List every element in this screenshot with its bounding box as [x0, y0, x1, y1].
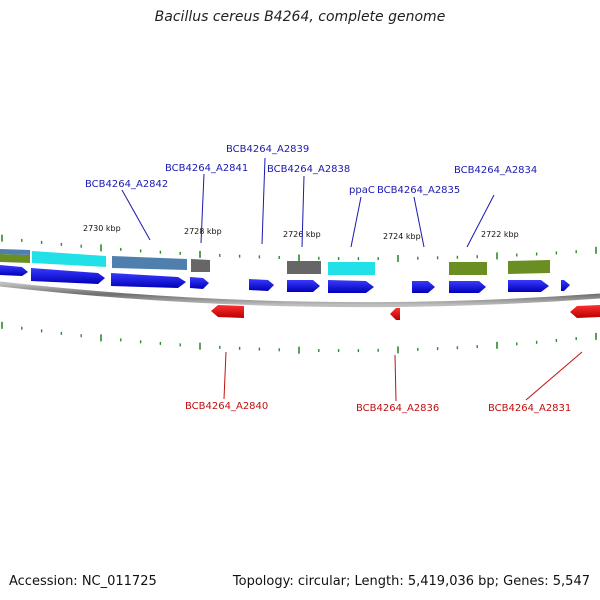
forward-gene-arrow[interactable]: [31, 268, 105, 284]
feature-block-olive-2[interactable]: [508, 260, 550, 274]
forward-gene-arrow[interactable]: [287, 280, 320, 292]
gene-label-a2840[interactable]: BCB4264_A2840: [185, 401, 268, 412]
reverse-gene-arrow[interactable]: [211, 305, 244, 318]
outer-tick-ring: [1, 234, 597, 262]
forward-gene-arrow[interactable]: [111, 273, 186, 288]
feature-block-olive-left[interactable]: [0, 254, 30, 263]
gene-label-ppac[interactable]: ppaC: [349, 185, 375, 196]
feature-block-steel-left[interactable]: [0, 249, 30, 255]
gene-label-a2842[interactable]: BCB4264_A2842: [85, 179, 168, 190]
scale-label-2726: 2726 kbp: [283, 230, 321, 239]
inner-tick-ring: [1, 321, 597, 354]
forward-gene-arrow[interactable]: [328, 280, 374, 293]
forward-gene-arrow[interactable]: [561, 280, 570, 291]
feature-block-olive[interactable]: [449, 262, 487, 275]
gene-label-a2836[interactable]: BCB4264_A2836: [356, 403, 439, 414]
forward-gene-arrow[interactable]: [249, 279, 274, 291]
map-title: Bacillus cereus B4264, complete genome: [154, 9, 446, 25]
label-leader-lines: [121, 157, 583, 402]
forward-gene-arrow[interactable]: [449, 281, 486, 293]
genome-summary-text: Topology: circular; Length: 5,419,036 bp…: [232, 574, 590, 589]
scale-label-2724: 2724 kbp: [383, 232, 421, 241]
feature-block-gray-2[interactable]: [287, 261, 321, 274]
accession-text: Accession: NC_011725: [9, 574, 157, 589]
gene-label-a2841[interactable]: BCB4264_A2841: [165, 163, 248, 174]
reverse-gene-arrow[interactable]: [570, 305, 600, 318]
feature-block-steel[interactable]: [112, 256, 187, 270]
gene-label-a2839[interactable]: BCB4264_A2839: [226, 144, 309, 155]
forward-gene-arrow[interactable]: [0, 265, 28, 276]
scale-label-2722: 2722 kbp: [481, 230, 519, 239]
genome-backbone: [0, 281, 600, 308]
gene-label-a2838[interactable]: BCB4264_A2838: [267, 164, 350, 175]
feature-block-cyan-2[interactable]: [328, 262, 375, 275]
feature-band: [0, 249, 550, 275]
forward-gene-arrow[interactable]: [190, 277, 209, 289]
scale-label-2730: 2730 kbp: [83, 224, 121, 233]
gene-label-a2831[interactable]: BCB4264_A2831: [488, 403, 571, 414]
scale-label-2728: 2728 kbp: [184, 227, 222, 236]
forward-gene-arrow[interactable]: [508, 280, 549, 292]
gene-label-a2834[interactable]: BCB4264_A2834: [454, 165, 537, 176]
feature-block-gray[interactable]: [191, 259, 210, 272]
forward-gene-arrow[interactable]: [412, 281, 435, 293]
forward-strand: [0, 265, 570, 293]
reverse-gene-arrow[interactable]: [390, 308, 400, 320]
gene-label-a2835[interactable]: BCB4264_A2835: [377, 185, 460, 196]
reverse-strand: [211, 305, 600, 320]
feature-block-cyan[interactable]: [32, 251, 106, 267]
